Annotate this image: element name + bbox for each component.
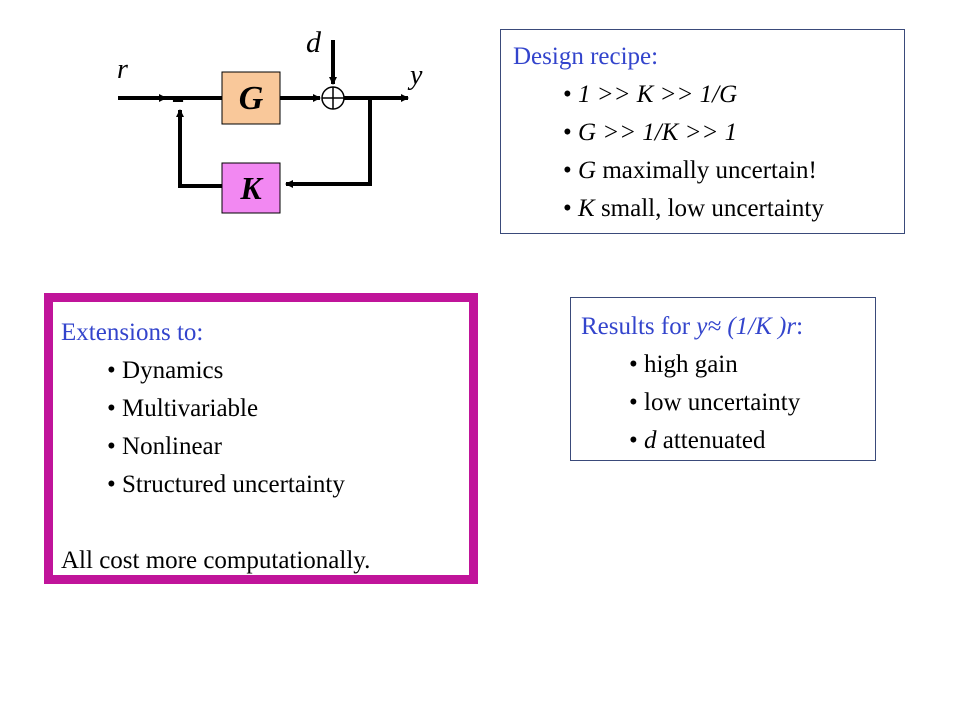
recipe-item-1: 1 >> K >> 1/G: [563, 76, 904, 114]
design-recipe-box: Design recipe: 1 >> K >> 1/G G >> 1/K >>…: [500, 29, 905, 234]
minus-sign: -: [171, 75, 184, 119]
results-formula: y≈ (1/K )r: [696, 313, 797, 340]
extensions-footer: All cost more computationally.: [61, 547, 371, 574]
results-item-high-gain: high gain: [629, 346, 875, 384]
results-item-low-uncertainty: low uncertainty: [629, 384, 875, 422]
k-block: [221, 162, 281, 214]
signal-d-label: d: [306, 26, 322, 59]
extension-item-dynamics: Dynamics: [107, 352, 469, 390]
recipe-item-4: K small, low uncertainty: [563, 190, 904, 228]
extensions-heading: Extensions to:: [61, 319, 204, 346]
results-box: Results for y≈ (1/K )r: high gain low un…: [570, 297, 876, 461]
results-item-d-attenuated: d attenuated: [629, 422, 875, 460]
g-block-label: G: [239, 80, 264, 117]
results-list: high gain low uncertainty d attenuated: [629, 346, 875, 460]
k-block-label: K: [239, 170, 264, 206]
g-block: [221, 71, 281, 125]
extension-item-multivariable: Multivariable: [107, 390, 469, 428]
signal-r-label: r: [117, 54, 128, 85]
extensions-list: Dynamics Multivariable Nonlinear Structu…: [107, 352, 469, 504]
design-recipe-heading: Design recipe:: [513, 43, 659, 70]
extension-item-structured: Structured uncertainty: [107, 466, 469, 504]
feedback-block-diagram: G K - r d y: [117, 26, 423, 214]
design-recipe-list: 1 >> K >> 1/G G >> 1/K >> 1 G maximally …: [563, 76, 904, 228]
recipe-item-3: G maximally uncertain!: [563, 152, 904, 190]
feedback-wire-left: [176, 109, 222, 188]
signal-y-label: y: [407, 60, 423, 91]
extension-item-nonlinear: Nonlinear: [107, 428, 469, 466]
extensions-box: Extensions to: Dynamics Multivariable No…: [44, 293, 478, 584]
results-heading: Results for y≈ (1/K )r:: [581, 313, 804, 340]
feedback-wire-right: [285, 98, 372, 188]
recipe-item-2: G >> 1/K >> 1: [563, 114, 904, 152]
